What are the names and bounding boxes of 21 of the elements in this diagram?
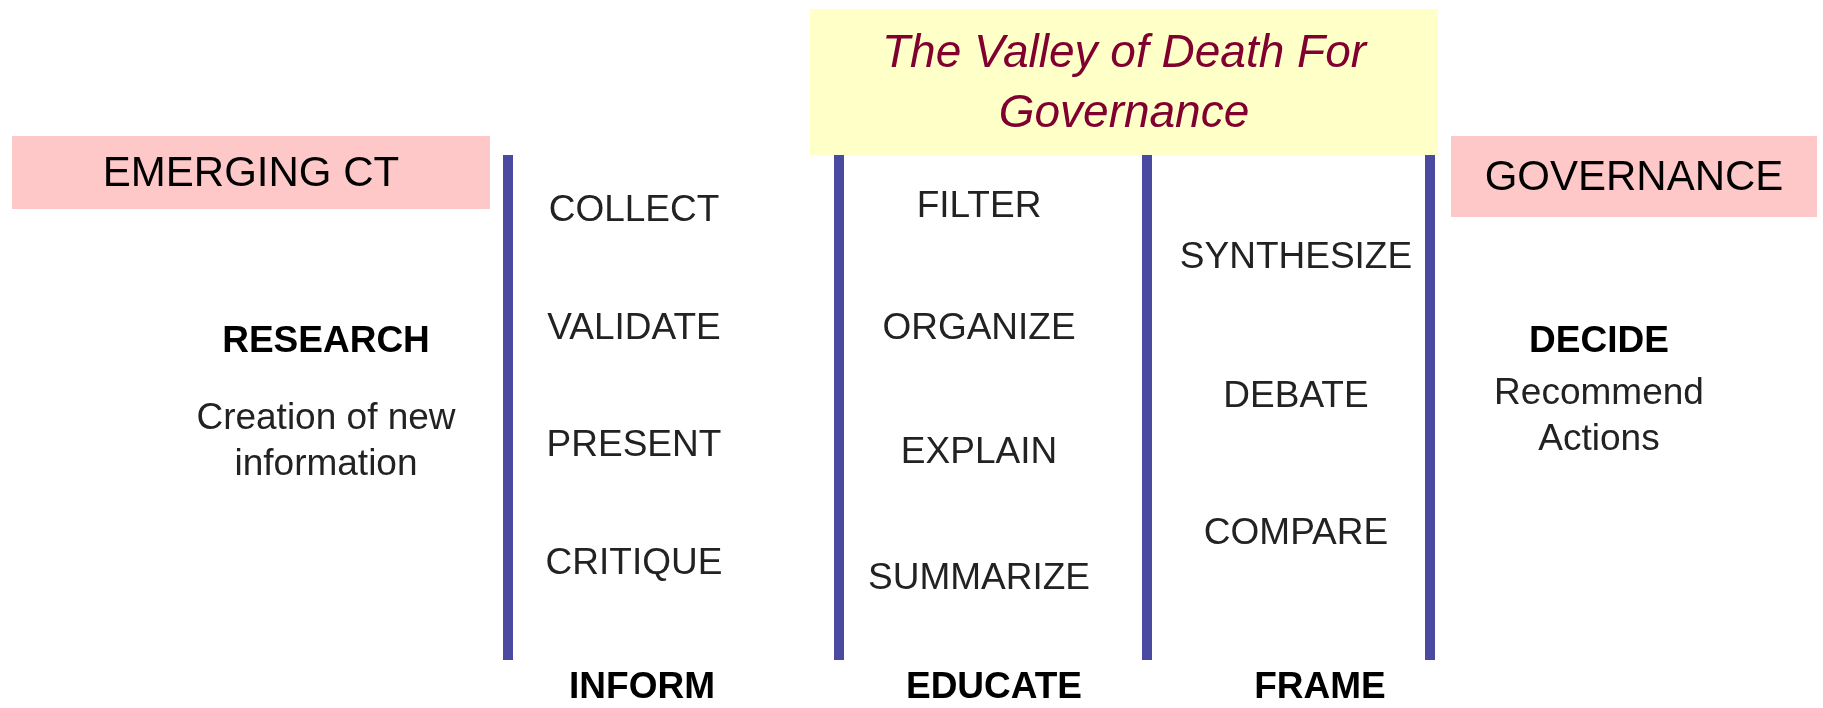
step-label: CRITIQUE (545, 539, 723, 584)
stage-box: EMERGING CT (12, 136, 490, 209)
step-label: SUMMARIZE (868, 554, 1090, 599)
column-heading: FRAME (1254, 663, 1386, 708)
description-text: Creation of new information (195, 394, 457, 485)
title-banner: The Valley of Death For Governance (810, 9, 1438, 155)
step-label: FILTER (916, 182, 1042, 227)
column-heading: DECIDE (1529, 317, 1669, 362)
stage-box: GOVERNANCE (1451, 136, 1817, 217)
step-label: COMPARE (1203, 509, 1389, 554)
step-label: EXPLAIN (900, 428, 1058, 473)
column-heading: INFORM (569, 663, 715, 708)
description-text: Recommend Actions (1493, 369, 1705, 460)
step-label: PRESENT (546, 421, 722, 466)
step-label: COLLECT (548, 186, 720, 231)
step-label: VALIDATE (547, 304, 721, 349)
column-heading: EDUCATE (905, 663, 1083, 708)
column-heading: RESEARCH (222, 317, 430, 362)
step-label: ORGANIZE (882, 304, 1076, 349)
step-label: DEBATE (1223, 372, 1369, 417)
step-label: SYNTHESIZE (1179, 233, 1413, 278)
